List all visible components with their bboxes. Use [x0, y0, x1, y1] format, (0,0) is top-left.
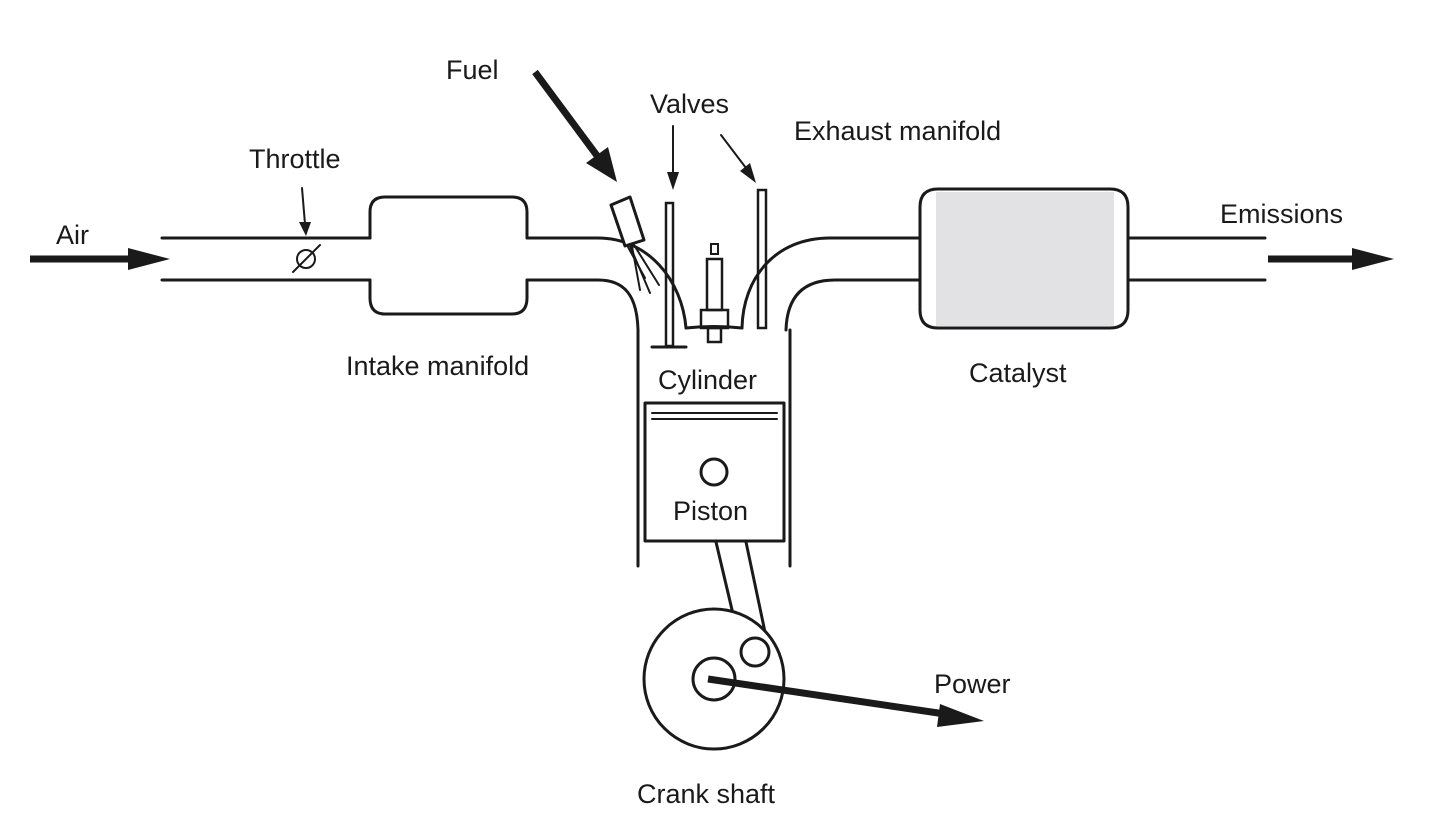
- cylinder-walls: [636, 328, 792, 568]
- intake-manifold: [368, 195, 529, 316]
- catalyst-label: Catalyst: [969, 358, 1067, 388]
- fuel-label: Fuel: [446, 55, 499, 85]
- air-arrow: [30, 248, 170, 270]
- exhaust-valve: [756, 188, 768, 330]
- power-arrow: [707, 675, 984, 727]
- intake-valve: [650, 201, 688, 349]
- piston-label: Piston: [673, 496, 748, 526]
- catalyst-converter: [918, 187, 1130, 330]
- tailpipe: [1126, 236, 1267, 282]
- power-label: Power: [934, 669, 1011, 699]
- piston: [643, 401, 786, 543]
- wrist-pin: [699, 457, 729, 487]
- throttle-label: Throttle: [249, 144, 341, 174]
- connecting-rod: [714, 540, 767, 634]
- crank-shaft-label: Crank shaft: [637, 779, 776, 809]
- intake-runner: [525, 236, 688, 332]
- fuel-injector: [609, 195, 660, 294]
- cylinder-label: Cylinder: [658, 365, 757, 395]
- valves-pointer-arrow: [667, 125, 679, 190]
- combustion-chamber-roof: [684, 325, 744, 330]
- throttle-valve-icon: [292, 244, 321, 273]
- catalyst-core: [936, 192, 1114, 326]
- intake-pipe: [160, 236, 372, 282]
- air-label: Air: [56, 220, 89, 250]
- emissions-arrow: [1268, 248, 1394, 270]
- emissions-label: Emissions: [1220, 199, 1343, 229]
- intake-manifold-label: Intake manifold: [346, 351, 529, 381]
- exhaust-runner: [740, 236, 922, 332]
- exhaust-manifold-pointer-arrow: [720, 134, 756, 183]
- exhaust-manifold-label: Exhaust manifold: [794, 116, 1001, 146]
- valves-label: Valves: [650, 89, 729, 119]
- throttle-pointer-arrow: [299, 187, 311, 236]
- fuel-arrow: [532, 69, 617, 182]
